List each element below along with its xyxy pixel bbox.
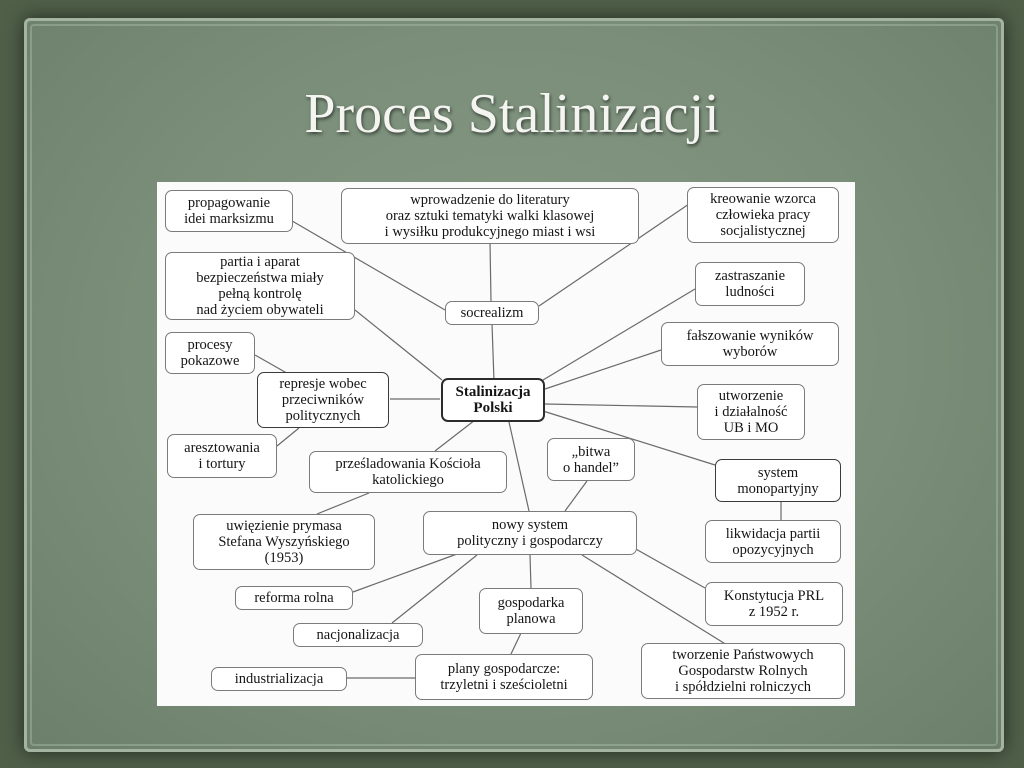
- node-procesy: procesy pokazowe: [165, 332, 255, 374]
- node-literatura: wprowadzenie do literatury oraz sztuki t…: [341, 188, 639, 244]
- node-plany: plany gospodarcze: trzyletni i sześciole…: [415, 654, 593, 700]
- concept-map: propagowanie idei marksizmu wprowadzenie…: [157, 182, 855, 706]
- connector-central-kontrola: [354, 309, 443, 381]
- connector-nowy-system-gospodarka: [529, 554, 532, 589]
- connector-nowy-system-pgr: [581, 554, 728, 646]
- node-nowy-system: nowy system polityczny i gospodarczy: [423, 511, 637, 555]
- node-gospodarka: gospodarka planowa: [479, 588, 583, 634]
- node-propaganda: propagowanie idei marksizmu: [165, 190, 293, 232]
- node-wzorzec: kreowanie wzorca człowieka pracy socjali…: [687, 187, 839, 243]
- node-socrealizm: socrealizm: [445, 301, 539, 325]
- node-aresztowania: aresztowania i tortury: [167, 434, 277, 478]
- node-bitwa: „bitwa o handel”: [547, 438, 635, 481]
- connector-central-nowy-system: [508, 421, 530, 512]
- node-likwidacja: likwidacja partii opozycyjnych: [705, 520, 841, 563]
- connector-central-ub-mo: [544, 403, 698, 408]
- connector-central-zastraszanie: [542, 288, 696, 381]
- node-kosciol: prześladowania Kościoła katolickiego: [309, 451, 507, 493]
- connector-central-kosciol: [434, 419, 476, 452]
- node-ub-mo: utworzenie i działalność UB i MO: [697, 384, 805, 440]
- connector-represje-aresztowania: [276, 427, 300, 447]
- node-nacjonalizacja: nacjonalizacja: [293, 623, 423, 647]
- connector-nowy-system-reforma: [352, 553, 458, 593]
- connector-nowy-system-nacjonalizacja: [391, 554, 478, 624]
- connector-nowy-system-konstytucja: [626, 543, 706, 589]
- node-reforma: reforma rolna: [235, 586, 353, 610]
- node-konstytucja: Konstytucja PRL z 1952 r.: [705, 582, 843, 626]
- node-industrializacja: industrializacja: [211, 667, 347, 691]
- connector-central-falszowanie: [544, 349, 662, 390]
- node-central: Stalinizacja Polski: [441, 378, 545, 422]
- connector-socrealizm-propaganda: [286, 217, 446, 311]
- connector-kosciol-prymas: [316, 492, 370, 515]
- node-falszowanie: fałszowanie wyników wyborów: [661, 322, 839, 366]
- node-zastraszanie: zastraszanie ludności: [695, 262, 805, 306]
- node-represje: represje wobec przeciwników politycznych: [257, 372, 389, 428]
- connector-nowy-system-bitwa: [564, 480, 588, 512]
- node-kontrola: partia i aparat bezpieczeństwa miały peł…: [165, 252, 355, 320]
- slide-title: Proces Stalinizacji: [304, 83, 720, 145]
- connector-gospodarka-plany: [510, 632, 522, 655]
- node-pgr: tworzenie Państwowych Gospodarstw Rolnyc…: [641, 643, 845, 699]
- node-monopartyjny: system monopartyjny: [715, 459, 841, 502]
- connector-socrealizm-literatura: [489, 241, 492, 302]
- connector-socrealizm-wzorzec: [538, 203, 690, 307]
- connector-central-socrealizm: [491, 323, 495, 382]
- node-prymas: uwięzienie prymasa Stefana Wyszyńskiego …: [193, 514, 375, 570]
